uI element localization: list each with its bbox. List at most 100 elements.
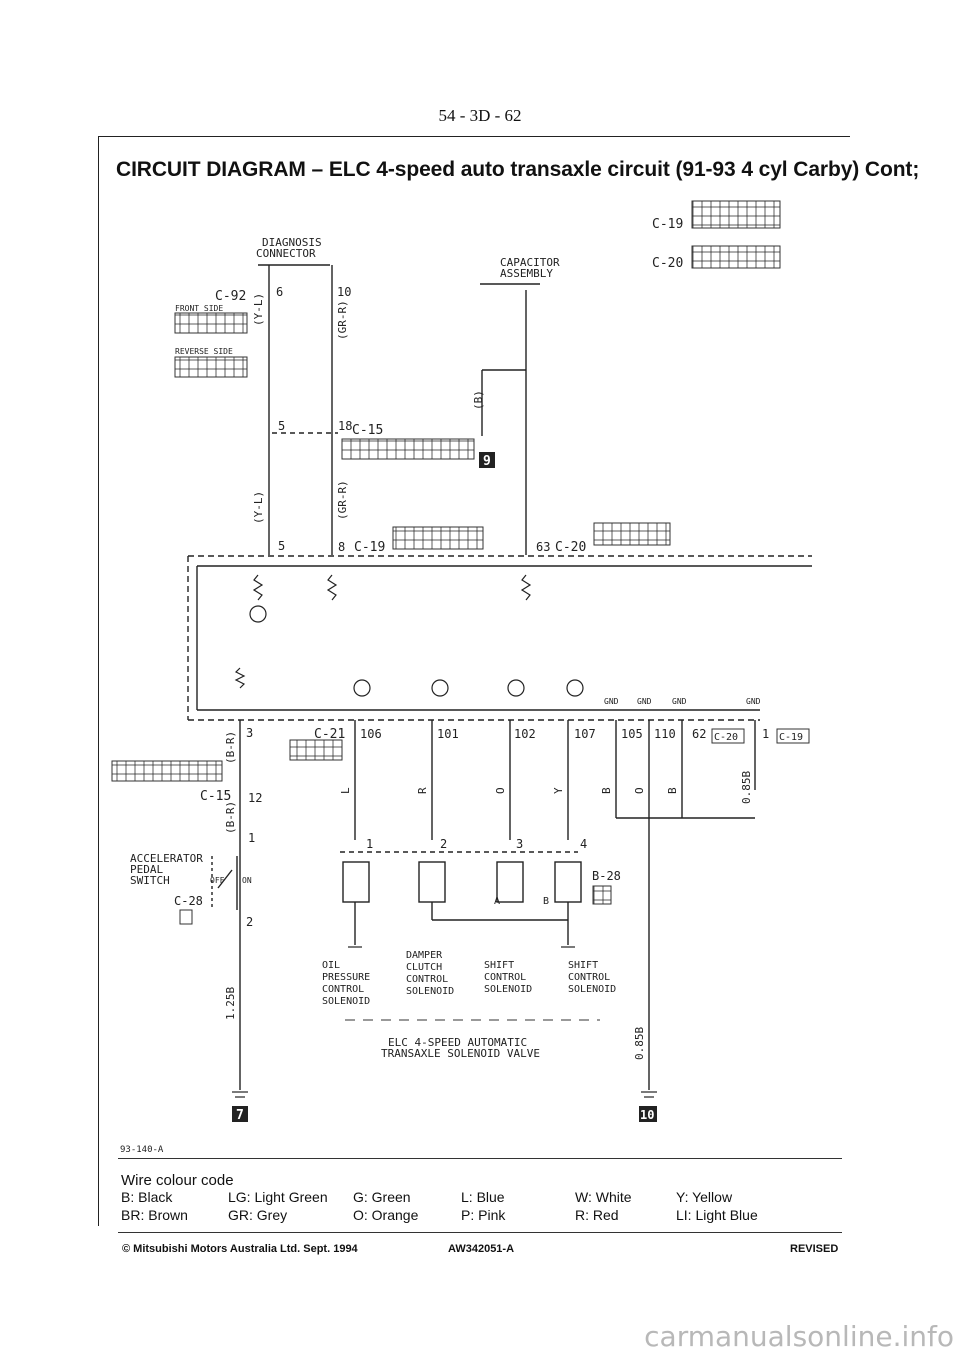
solenoid-3-line-1: SHIFT	[484, 960, 514, 971]
wire-br: (B-R)	[224, 801, 237, 834]
pin-63: 63	[536, 540, 550, 554]
solenoid-3-line-2: CONTROL	[484, 972, 526, 983]
pin-numbers: 6 10 5 18 5 8 63 3 12 1 2 106 101 102 10…	[246, 285, 769, 929]
pin-3: 3	[246, 726, 253, 740]
accel-switch-contact	[217, 869, 233, 889]
pin-102: 102	[514, 727, 536, 741]
wire-yl-lower: (Y-L)	[252, 491, 265, 524]
b28-connector-key	[592, 885, 612, 905]
wiring	[187, 264, 812, 1090]
valve-label-1: ELC 4-SPEED AUTOMATIC	[388, 1036, 527, 1049]
wire-o: O	[494, 787, 507, 794]
legend-cell: LG: Light Green	[228, 1189, 328, 1205]
wire-b-62: B	[666, 787, 679, 794]
pin-1-gnd: 1	[762, 727, 769, 741]
legend-top-rule	[118, 1158, 842, 1159]
transistor-drivers	[234, 574, 584, 697]
pin-1: 1	[248, 831, 255, 845]
c15-connector-key	[341, 438, 475, 460]
footer-status: REVISED	[790, 1243, 839, 1255]
legend-cell: R: Red	[575, 1207, 619, 1223]
accel-switch-label-1: ACCELERATOR	[130, 852, 203, 865]
gnd-label-3: GND	[672, 697, 687, 706]
valve-label-2: TRANSAXLE SOLENOID VALVE	[381, 1047, 540, 1060]
c19-mid-label: C-19	[354, 540, 385, 555]
front-side-label: FRONT SIDE	[175, 304, 223, 313]
c19-gnd-label: C-19	[779, 732, 803, 743]
wire-085b-right: 0.85B	[740, 771, 753, 804]
c19-connector-mid	[392, 526, 484, 550]
reference-badges: 9 7 10	[232, 452, 657, 1123]
solenoid-4-marker: B	[543, 896, 549, 907]
wire-grr-upper: (GR-R)	[336, 300, 349, 340]
pin-6: 6	[276, 285, 283, 299]
solenoid-pin-2: 2	[440, 837, 447, 851]
wire-grr-lower: (GR-R)	[336, 480, 349, 520]
page-number: 54 - 3D - 62	[438, 106, 522, 125]
b28-label: B-28	[592, 869, 621, 883]
switch-on-label: ON	[242, 876, 252, 885]
pin-106: 106	[360, 727, 382, 741]
solenoid-4-line-3: SOLENOID	[568, 984, 616, 995]
ground-symbols	[232, 946, 657, 1098]
solenoid-pin-1: 1	[366, 837, 373, 851]
pin-105: 105	[621, 727, 643, 741]
frame-left-border	[98, 136, 99, 1226]
pin-62: 62	[692, 727, 706, 741]
watermark: carmanualsonline.info	[644, 1320, 954, 1353]
reverse-side-label: REVERSE SIDE	[175, 347, 233, 356]
pin-5-lower: 5	[278, 539, 285, 553]
c92-connector-key	[174, 312, 248, 378]
legend-cell: P: Pink	[461, 1207, 506, 1223]
wire-125b: 1.25B	[224, 987, 237, 1020]
frame-top-border	[98, 136, 850, 137]
solenoid-3-line-3: SOLENOID	[484, 984, 532, 995]
c21-connector-key	[289, 739, 343, 761]
solenoid-2-line-3: CONTROL	[406, 974, 448, 985]
c21-label: C-21	[314, 727, 345, 742]
pin-2: 2	[246, 915, 253, 929]
pin-101: 101	[437, 727, 459, 741]
legend-bottom-rule	[118, 1232, 842, 1233]
capacitor-label-1: CAPACITOR	[500, 256, 560, 269]
wire-bh: (B-R)	[224, 731, 237, 764]
solenoid-1-line-1: OIL	[322, 960, 340, 971]
solenoid-2-line-1: DAMPER	[406, 950, 443, 961]
wire-colour-legend: B: Black LG: Light Green G: Green L: Blu…	[121, 1189, 841, 1225]
gnd-label-2: GND	[637, 697, 652, 706]
wire-085b-lower: 0.85B	[633, 1027, 646, 1060]
legend-cell: W: White	[575, 1189, 632, 1205]
pin-10: 10	[337, 285, 351, 299]
diagnosis-connector-label-2: CONNECTOR	[256, 247, 316, 260]
badge-7: 7	[236, 1108, 244, 1123]
legend-cell: L: Blue	[461, 1189, 505, 1205]
wire-y: Y	[552, 787, 565, 794]
solenoid-pin-3: 3	[516, 837, 523, 851]
badge-9: 9	[483, 454, 491, 469]
pin-107: 107	[574, 727, 596, 741]
c15-top-label: C-15	[352, 423, 383, 438]
solenoid-2-line-4: SOLENOID	[406, 986, 454, 997]
c15-connector-left	[111, 760, 223, 782]
solenoid-labels: OIL PRESSURE CONTROL SOLENOID DAMPER CLU…	[322, 896, 616, 1060]
wire-b-105: B	[600, 787, 613, 794]
capacitor-label-2: ASSEMBLY	[500, 267, 553, 280]
c19-connector-key	[691, 200, 781, 229]
legend-row: BR: Brown GR: Grey O: Orange P: Pink R: …	[121, 1207, 841, 1225]
legend-cell: O: Orange	[353, 1207, 419, 1223]
legend-cell: Y: Yellow	[676, 1189, 733, 1205]
footer-document-code: AW342051-A	[448, 1243, 515, 1255]
legend-cell: LI: Light Blue	[676, 1207, 758, 1223]
diagnosis-connector-label-1: DIAGNOSIS	[262, 236, 322, 249]
gnd-label-4: GND	[746, 697, 761, 706]
legend-cell: G: Green	[353, 1189, 411, 1205]
legend-title: Wire colour code	[121, 1172, 234, 1189]
switch-off-label: OFF	[210, 876, 225, 885]
pin-110: 110	[654, 727, 676, 741]
c20-gnd-label: C-20	[714, 732, 738, 743]
pin-8: 8	[338, 540, 345, 554]
diagram-labels: DIAGNOSIS CONNECTOR CAPACITOR ASSEMBLY C…	[120, 217, 803, 1155]
c19-key-label: C-19	[652, 217, 683, 232]
gnd-label-1: GND	[604, 697, 619, 706]
